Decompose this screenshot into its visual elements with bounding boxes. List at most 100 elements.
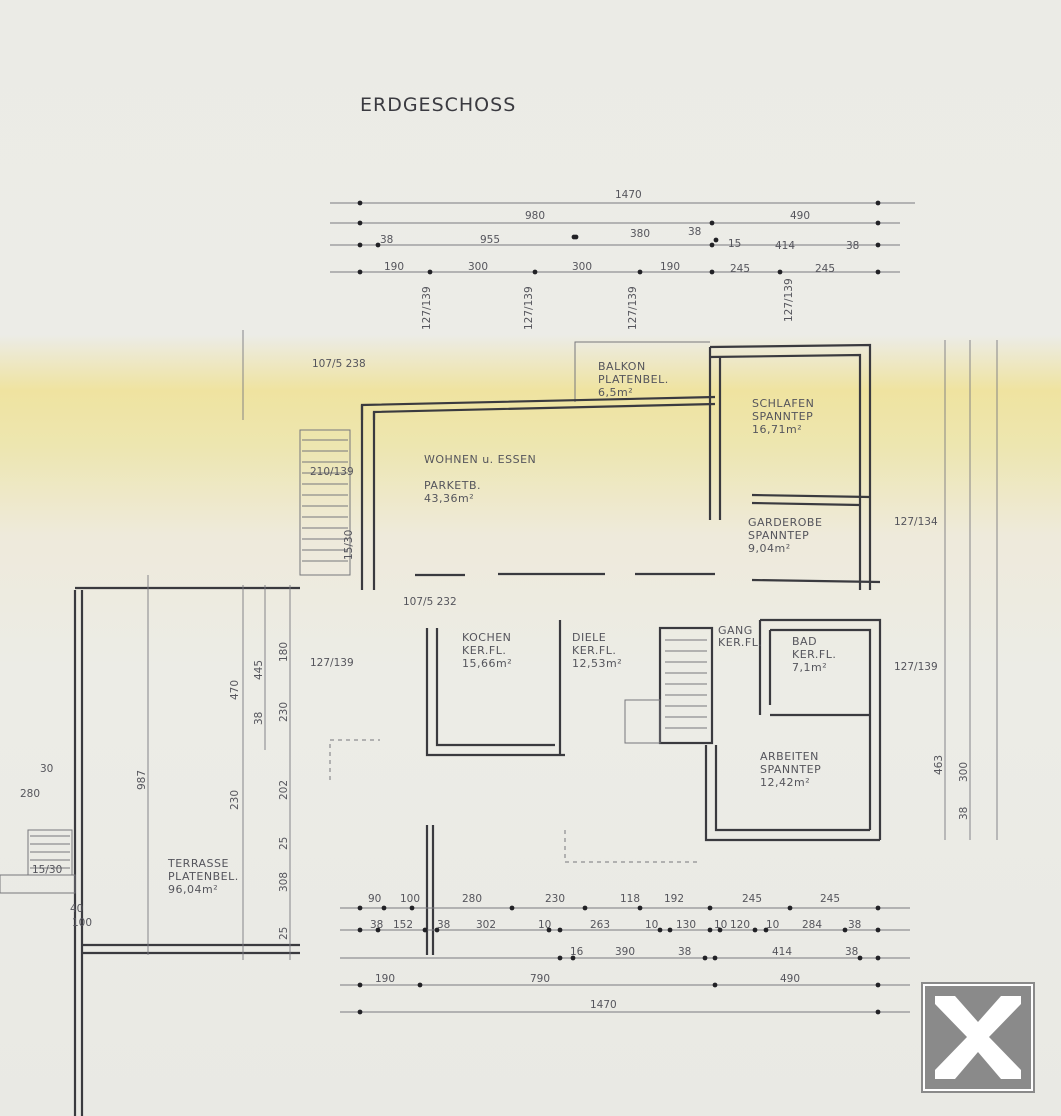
dim-top-row4-2: 300 (572, 261, 592, 273)
dim-bottom-r1-7: 245 (820, 893, 840, 905)
dim-bottom-r2-5: 263 (590, 919, 610, 931)
right-dimension-chains: 127/134 127/139 463 300 38 (894, 340, 998, 840)
room-wohnen-name: WOHNEN u. ESSEN (424, 453, 536, 466)
dim-bottom-r2-12: 38 (848, 919, 861, 931)
window-label-3: 127/139 (627, 286, 639, 330)
room-bad-floor: KER.FL. (792, 648, 836, 661)
dim-right-4: 38 (958, 807, 970, 820)
dim-bottom-r1-1: 100 (400, 893, 420, 905)
dim-top-row3-3: 38 (688, 226, 701, 238)
dim-bottom-r3-4: 38 (845, 946, 858, 958)
misc-label-0: 107/5 238 (312, 358, 366, 370)
room-balkon-floor: PLATENBEL. (598, 373, 669, 386)
room-arbeiten-name: ARBEITEN (760, 750, 819, 763)
misc-label-7: 280 (20, 788, 40, 800)
dim-left-1: 445 (253, 660, 265, 680)
room-schlafen-area: 16,71m² (752, 423, 802, 436)
misc-label-1: 210/139 (310, 466, 354, 478)
dim-bottom-r1-2: 280 (462, 893, 482, 905)
dim-bottom-r3-1: 390 (615, 946, 635, 958)
dim-bottom-r2-11: 284 (802, 919, 822, 931)
dim-right-1: 127/139 (894, 661, 938, 673)
room-kochen-floor: KER.FL. (462, 644, 506, 657)
dim-bottom-r4-1: 790 (530, 973, 550, 985)
dim-bottom-r3-0: 16 (570, 946, 584, 958)
dim-bottom-r2-9: 120 (730, 919, 750, 931)
raiffeisen-logo (921, 982, 1035, 1093)
dim-top-row2-a: 980 (525, 210, 545, 222)
misc-label-8: 40 (70, 903, 83, 915)
dim-bottom-r1-0: 90 (368, 893, 381, 905)
room-garderobe-area: 9,04m² (748, 542, 791, 555)
room-arbeiten-area: 12,42m² (760, 776, 810, 789)
gable-cross-icon (935, 996, 1021, 1079)
dim-bottom-r1-4: 118 (620, 893, 640, 905)
dim-top-overall: 1470 (615, 189, 642, 201)
stairs (30, 439, 707, 869)
room-kochen-name: KOCHEN (462, 631, 511, 644)
room-diele-floor: KER.FL. (572, 644, 616, 657)
dim-right-0: 127/134 (894, 516, 938, 528)
misc-label-4: 127/139 (310, 657, 354, 669)
room-wohnen-area: 43,36m² (424, 492, 474, 505)
dim-bottom-r1-5: 192 (664, 893, 684, 905)
dim-left-0: 470 (229, 680, 241, 700)
room-terrasse-area: 96,04m² (168, 883, 218, 896)
misc-label-3: 107/5 232 (403, 596, 457, 608)
dim-left-4: 38 (253, 712, 265, 725)
misc-label-9: 100 (72, 917, 92, 929)
dim-left-5: 230 (229, 790, 241, 810)
misc-label-2: 15/30 (343, 530, 355, 560)
dim-top-row4-0: 190 (384, 261, 404, 273)
misc-label-6: 30 (40, 763, 53, 775)
room-diele-name: DIELE (572, 631, 606, 644)
misc-labels: 107/5 238 210/139 15/30 107/5 232 127/13… (20, 358, 457, 929)
dim-left-10: 987 (136, 770, 148, 790)
plan-title: ERDGESCHOSS (360, 94, 517, 116)
dim-bottom-r1-3: 230 (545, 893, 565, 905)
dim-bottom-r2-4: 10 (538, 919, 551, 931)
dim-bottom-r2-0: 38 (370, 919, 383, 931)
dim-top-row3-0: 38 (380, 234, 393, 246)
dim-right-3: 300 (958, 762, 970, 782)
dim-bottom-r4-0: 190 (375, 973, 395, 985)
room-arbeiten-floor: SPANNTEP (760, 763, 821, 776)
dim-bottom-r2-1: 152 (393, 919, 413, 931)
window-label-1: 127/139 (421, 286, 433, 330)
dim-top-row3-6: 38 (846, 240, 859, 252)
walls (0, 341, 882, 1116)
dim-left-3: 230 (278, 702, 290, 722)
room-gang-floor: KER.FL. (718, 636, 762, 649)
dim-right-2: 463 (933, 755, 945, 775)
dim-left-9: 25 (278, 927, 290, 940)
dim-bottom-overall: 1470 (590, 999, 617, 1011)
room-schlafen-floor: SPANNTEP (752, 410, 813, 423)
dim-bottom-r2-7: 130 (676, 919, 696, 931)
dim-left-2: 180 (278, 642, 290, 662)
dim-bottom-r2-3: 302 (476, 919, 496, 931)
window-label-4: 127/139 (783, 278, 795, 322)
dim-top-row3-2: 380 (630, 228, 650, 240)
dim-top-row3-4: 15 (728, 238, 741, 250)
bottom-dimension-chains: 90 100 280 230 118 192 245 245 38 152 38… (340, 893, 910, 1015)
room-schlafen-name: SCHLAFEN (752, 397, 814, 410)
room-bad-name: BAD (792, 635, 817, 648)
dim-left-6: 202 (278, 780, 290, 800)
room-labels: BALKON PLATENBEL. 6,5m² SCHLAFEN SPANNTE… (167, 360, 836, 896)
dim-bottom-r3-2: 38 (678, 946, 691, 958)
misc-label-5: 15/30 (32, 864, 62, 876)
window-label-2: 127/139 (523, 286, 535, 330)
dim-bottom-r4-2: 490 (780, 973, 800, 985)
room-balkon-name: BALKON (598, 360, 646, 373)
dim-top-row4-4: 245 (730, 263, 750, 275)
room-bad-area: 7,1m² (792, 661, 827, 674)
dim-bottom-r2-2: 38 (437, 919, 450, 931)
dim-bottom-r2-6: 10 (645, 919, 658, 931)
dim-bottom-r2-10: 10 (766, 919, 779, 931)
dim-bottom-r3-3: 414 (772, 946, 792, 958)
dim-top-row4-5: 245 (815, 263, 835, 275)
room-wohnen-floor: PARKETB. (424, 479, 481, 492)
dim-left-7: 25 (278, 837, 290, 850)
room-garderobe-name: GARDEROBE (748, 516, 822, 529)
